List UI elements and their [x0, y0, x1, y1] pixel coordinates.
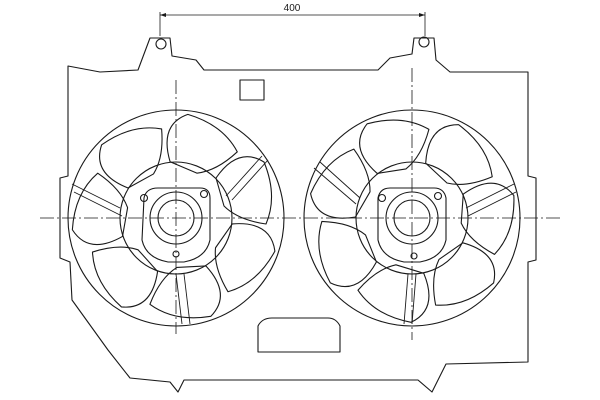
- left-fan-motor-flange: [141, 187, 211, 263]
- motor-strut: [71, 183, 121, 209]
- connector-tab: [239, 79, 265, 101]
- fan-blade: [425, 124, 493, 185]
- fan-blade: [149, 265, 221, 319]
- motor-strut: [319, 161, 361, 199]
- left-fan-shroud-ring: [67, 109, 285, 327]
- fan-blade: [310, 148, 371, 219]
- left-fan-motor-inner: [157, 199, 195, 237]
- dimension-arrow-left: [160, 13, 166, 17]
- shroud-outline: [59, 37, 537, 393]
- right-fan-bolt-hole: [433, 191, 443, 201]
- fan-blade: [91, 246, 159, 308]
- right-fan-hub-plate: [355, 161, 469, 275]
- fan-blade: [460, 182, 515, 255]
- fan-blade: [214, 223, 276, 293]
- left-fan-bolt-hole: [139, 193, 149, 203]
- motor-strut: [465, 183, 515, 209]
- right-fan-bolt-hole: [410, 252, 418, 260]
- left-fan-motor-outer: [149, 191, 203, 245]
- fan-blade: [357, 264, 430, 323]
- motor-strut: [313, 167, 357, 205]
- right-fan-blades: [310, 119, 515, 323]
- fan-blade: [99, 127, 163, 189]
- left-fan-bolt-hole: [199, 189, 209, 199]
- left-fan: [67, 109, 285, 327]
- right-fan: [303, 109, 521, 327]
- fan-blade: [318, 220, 377, 288]
- fan-blade: [71, 172, 129, 245]
- right-fan-struts: [313, 161, 517, 325]
- right-fan-motor-outer: [385, 191, 439, 245]
- motor-strut: [183, 273, 191, 325]
- left-fan-bolt-hole: [172, 250, 180, 258]
- dimension-arrow-right: [419, 13, 425, 17]
- motor-strut: [411, 273, 417, 325]
- bottom-connector-bracket: [257, 317, 341, 353]
- fan-blade: [359, 119, 430, 174]
- right-fan-shroud-ring: [303, 109, 521, 327]
- motor-strut: [231, 159, 269, 201]
- left-fan-struts: [71, 155, 269, 325]
- motor-strut: [225, 155, 263, 197]
- mount-hole-right: [418, 36, 430, 48]
- mount-hole-left: [155, 38, 167, 50]
- right-fan-motor-flange: [377, 187, 447, 263]
- center-lines: [40, 68, 560, 340]
- motor-strut: [175, 273, 183, 325]
- fan-blade: [166, 113, 238, 174]
- right-fan-motor-inner: [393, 199, 431, 237]
- left-fan-hub-plate: [119, 161, 233, 275]
- fan-blade: [215, 156, 273, 225]
- right-fan-bolt-hole: [377, 193, 387, 203]
- motor-strut: [467, 191, 517, 217]
- left-fan-blades: [71, 113, 276, 319]
- fan-blade: [433, 242, 496, 306]
- dimension-value: 400: [284, 3, 301, 14]
- motor-strut: [73, 191, 123, 217]
- dimension-annotation: 400: [159, 3, 426, 36]
- motor-strut: [403, 273, 409, 325]
